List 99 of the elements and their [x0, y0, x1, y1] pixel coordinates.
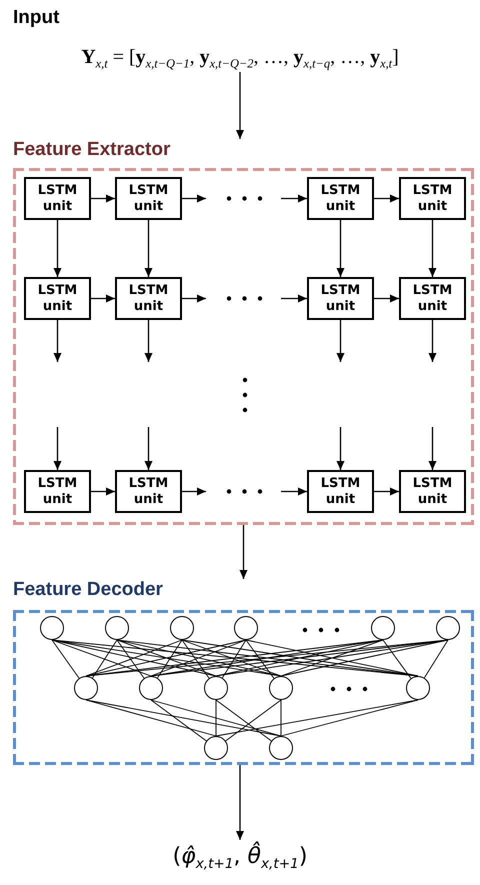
arrow — [281, 294, 307, 302]
arrow — [91, 294, 115, 302]
arrow — [91, 488, 115, 496]
group-heading: Feature Extractor — [13, 139, 170, 161]
node-label: LSTM unit — [412, 282, 454, 314]
section-label: Input — [13, 7, 60, 29]
group-heading: Feature Decoder — [13, 579, 163, 601]
neuron-circle — [40, 616, 64, 640]
neuron-circle — [269, 676, 293, 700]
connection-line — [382, 640, 412, 679]
arrow — [281, 488, 307, 496]
node-label: LSTM unit — [128, 282, 170, 314]
connection-line — [216, 700, 418, 736]
arrow — [144, 220, 152, 277]
arrow — [182, 488, 206, 496]
arrow — [336, 320, 344, 362]
process-box — [24, 470, 91, 513]
connection-line — [150, 700, 282, 736]
connection-line — [246, 640, 418, 676]
connection-line — [86, 700, 282, 736]
node-label: LSTM unit — [36, 282, 78, 314]
arrow — [54, 427, 62, 470]
connection-line — [116, 640, 145, 679]
neuron-circle — [170, 616, 194, 640]
connection-line — [157, 640, 182, 678]
connection-line — [92, 640, 118, 678]
connection-line — [222, 640, 246, 678]
connection-line — [216, 700, 272, 742]
arrow — [336, 220, 344, 277]
neuron-circle — [74, 676, 98, 700]
math-formula: Y$_{x,t}$ = [y$_{x,t−Q−1}$, y$_{x,t−Q−2}$, …, y$_{x,t−q}$, …, y$_{x,t}$] — [81, 45, 399, 72]
connection-line — [216, 640, 384, 676]
arrow — [428, 427, 436, 470]
neuron-circle — [139, 676, 163, 700]
process-box — [24, 177, 91, 220]
neuron-circle — [204, 736, 228, 760]
arrow — [54, 220, 62, 277]
neuron-circle — [105, 616, 129, 640]
node-label: LSTM unit — [412, 182, 454, 214]
arrow — [374, 488, 399, 496]
arrow — [182, 294, 206, 302]
connection-line — [182, 640, 210, 679]
process-box — [399, 470, 466, 513]
arrow — [374, 194, 399, 202]
connection-line — [182, 640, 282, 676]
connection-line — [86, 700, 216, 736]
connection-line — [150, 640, 246, 676]
neuron-circle — [436, 616, 460, 640]
neuron-circle — [406, 676, 430, 700]
connection-line — [424, 640, 448, 678]
connection-line — [52, 640, 80, 679]
arrow — [374, 294, 399, 302]
process-box — [399, 177, 466, 220]
node-label: LSTM unit — [320, 282, 362, 314]
connection-line — [52, 640, 216, 676]
neuron-circle — [234, 616, 258, 640]
connection-line — [225, 700, 282, 742]
node-label: LSTM unit — [36, 182, 78, 214]
connection-line — [86, 640, 246, 676]
arrow — [428, 320, 436, 362]
process-box — [115, 177, 182, 220]
neuron-circle — [269, 736, 293, 760]
arrow — [281, 194, 307, 202]
arrow — [91, 194, 115, 202]
connection-line — [280, 700, 418, 736]
neuron-circle — [371, 616, 395, 640]
node-label: LSTM unit — [36, 476, 78, 508]
arrow — [428, 220, 436, 277]
process-box — [399, 277, 466, 320]
connection-line — [280, 700, 282, 736]
connection-line — [150, 700, 207, 742]
math-formula: (φ̂$_{x,t+1}$, θ̂$_{x,t+1}$) — [172, 840, 308, 873]
process-box — [24, 277, 91, 320]
connection-line — [86, 640, 182, 676]
connection-line — [52, 640, 152, 676]
arrow — [144, 427, 152, 470]
node-label: LSTM unit — [128, 182, 170, 214]
arrow — [336, 427, 344, 470]
connection-line — [116, 640, 216, 676]
connection-line — [246, 640, 274, 679]
connection-line — [116, 640, 282, 676]
process-box — [307, 277, 374, 320]
neuron-circle — [204, 676, 228, 700]
arrow — [144, 320, 152, 362]
arrow — [236, 765, 244, 840]
node-label: LSTM unit — [320, 182, 362, 214]
arrow — [236, 72, 244, 139]
connection-line — [280, 640, 448, 676]
connection-line — [280, 640, 384, 676]
arrow — [240, 525, 248, 579]
process-box — [307, 177, 374, 220]
process-box — [115, 470, 182, 513]
arrow — [182, 194, 206, 202]
node-label: LSTM unit — [320, 476, 362, 508]
arrow — [54, 320, 62, 362]
process-box — [115, 277, 182, 320]
node-label: LSTM unit — [412, 476, 454, 508]
process-box — [307, 470, 374, 513]
node-label: LSTM unit — [128, 476, 170, 508]
